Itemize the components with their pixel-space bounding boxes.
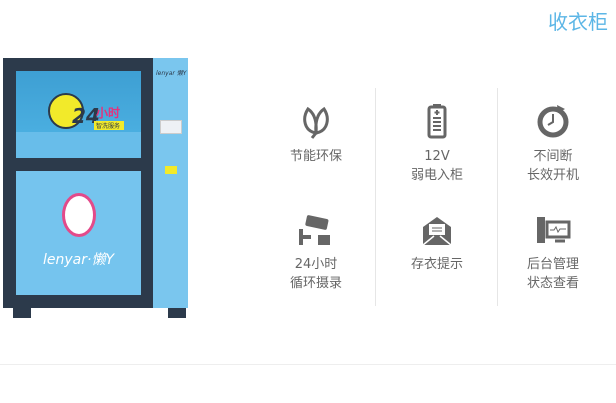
mascot-logo — [62, 193, 96, 237]
cabinet-screen — [160, 120, 182, 134]
cabinet-foot — [13, 308, 31, 318]
cabinet-frame: 24 小时 智洗服务 lenyar·懒Y — [3, 58, 153, 308]
divider — [0, 364, 616, 365]
monitor-icon — [537, 217, 571, 243]
divider — [375, 88, 376, 306]
envelope-icon — [422, 217, 452, 246]
cabinet-window: 24 小时 智洗服务 — [16, 71, 141, 158]
cabinet-control-panel: lenyar 懒Y — [153, 58, 188, 308]
cabinet-foot — [168, 308, 186, 318]
svg-text:智洗服务: 智洗服务 — [96, 122, 120, 130]
side-brand: lenyar 懒Y — [156, 70, 187, 77]
brand-logo: lenyar·懒Y — [43, 252, 114, 268]
feature-energy-saving: 节能环保 — [255, 103, 377, 166]
24-hour-badge: 24 小时 智洗服务 — [48, 93, 124, 130]
feature-always-on: 不间断长效开机 — [492, 103, 614, 185]
feature-notification: 存衣提示 — [376, 215, 498, 274]
camera-icon — [299, 215, 330, 245]
cabinet-door: lenyar·懒Y — [16, 171, 141, 295]
clock-icon — [537, 105, 569, 138]
svg-text:小时: 小时 — [96, 105, 120, 120]
divider — [497, 88, 498, 306]
leaf-icon — [303, 106, 329, 139]
laundry-cabinet-image: 24 小时 智洗服务 lenyar·懒Y lenyar 懒Y — [3, 58, 188, 318]
feature-backend: 后台管理状态查看 — [492, 215, 614, 293]
page-title: 收衣柜 — [548, 10, 608, 34]
feature-camera: 24小时循环摄录 — [255, 215, 377, 293]
battery-icon — [427, 104, 447, 139]
card-reader — [165, 166, 177, 174]
